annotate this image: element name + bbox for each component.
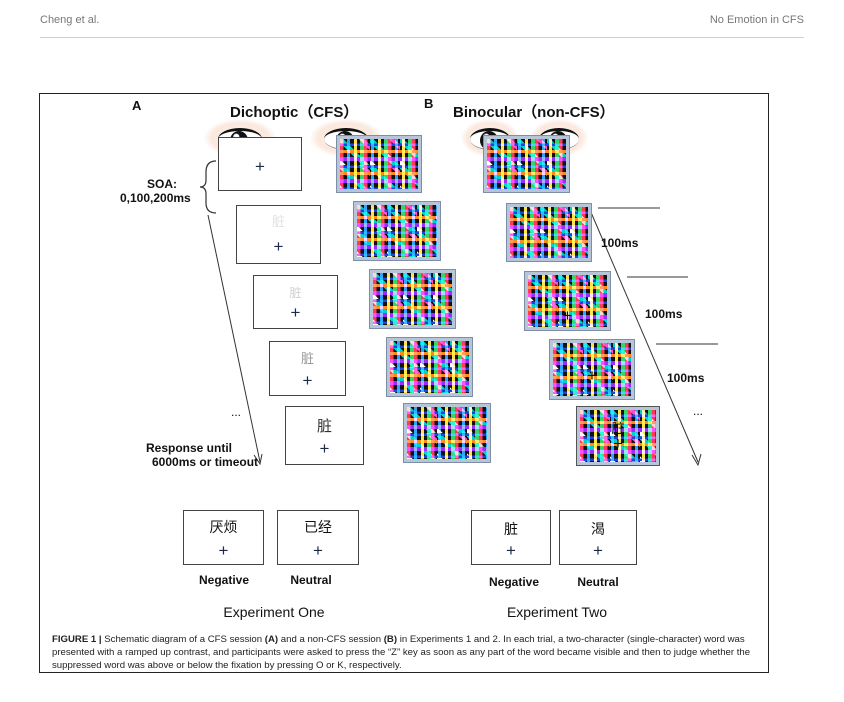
neutral-word-box: 渴 + xyxy=(559,510,637,565)
running-title: No Emotion in CFS xyxy=(709,14,804,26)
mondrian-mask xyxy=(336,135,422,193)
negative-word-box: 脏 + xyxy=(471,510,551,565)
mondrian-mask xyxy=(353,201,441,261)
neutral-label: Neutral xyxy=(577,575,619,589)
timing-label: 100ms xyxy=(601,236,639,250)
soa-values: 0,100,200ms xyxy=(120,191,191,205)
word-box: 脏 + xyxy=(236,205,321,264)
stimulus-word: 脏 xyxy=(611,422,625,437)
mondrian-mask xyxy=(506,203,592,262)
experiment-one-title: Experiment One xyxy=(223,604,325,620)
word-box: 脏 + xyxy=(269,341,346,396)
negative-label: Negative xyxy=(198,573,250,587)
mondrian-mask xyxy=(403,403,491,463)
stimulus-word: 脏 xyxy=(271,215,285,230)
ellipsis: ... xyxy=(231,405,242,419)
mondrian-mask xyxy=(369,269,456,329)
stimulus-word: 脏 xyxy=(316,417,332,435)
timing-label: 100ms xyxy=(667,371,705,385)
figure-frame xyxy=(39,93,769,673)
negative-word-box: 厌烦 + xyxy=(183,510,264,565)
panel-b-title: Binocular（non-CFS） xyxy=(453,104,615,121)
caption-figure-label: FIGURE 1 | xyxy=(52,634,102,645)
running-author: Cheng et al. xyxy=(40,14,100,26)
mondrian-mask: 脏 + xyxy=(576,406,660,466)
experiment-two-title: Experiment Two xyxy=(506,604,608,620)
panel-a-letter: A xyxy=(132,98,142,113)
response-label-line1: Response until xyxy=(146,441,233,455)
neutral-label: Neutral xyxy=(290,573,332,587)
panel-a-title: Dichoptic（CFS） xyxy=(230,104,359,121)
response-label-line2: 6000ms or timeout xyxy=(152,455,259,469)
fixation-box: + xyxy=(218,137,302,191)
negative-label: Negative xyxy=(488,575,540,589)
header-rule xyxy=(40,37,804,38)
soa-label: SOA: xyxy=(147,177,177,191)
panel-b-letter: B xyxy=(424,96,434,111)
stimulus-word: 脏 xyxy=(300,352,314,367)
mondrian-mask xyxy=(483,135,570,193)
figure-caption: FIGURE 1 | Schematic diagram of a CFS se… xyxy=(52,634,751,671)
stimulus-word: 脏 xyxy=(289,286,302,300)
word-box: 脏 + xyxy=(285,406,364,465)
mondrian-mask: + xyxy=(549,339,635,400)
mondrian-mask: + xyxy=(524,271,611,331)
neutral-word-box: 已经 + xyxy=(277,510,359,565)
word-box: 脏 + xyxy=(253,275,338,329)
timing-label: 100ms xyxy=(645,307,683,321)
mondrian-mask xyxy=(386,337,473,397)
ellipsis: ... xyxy=(693,404,704,418)
